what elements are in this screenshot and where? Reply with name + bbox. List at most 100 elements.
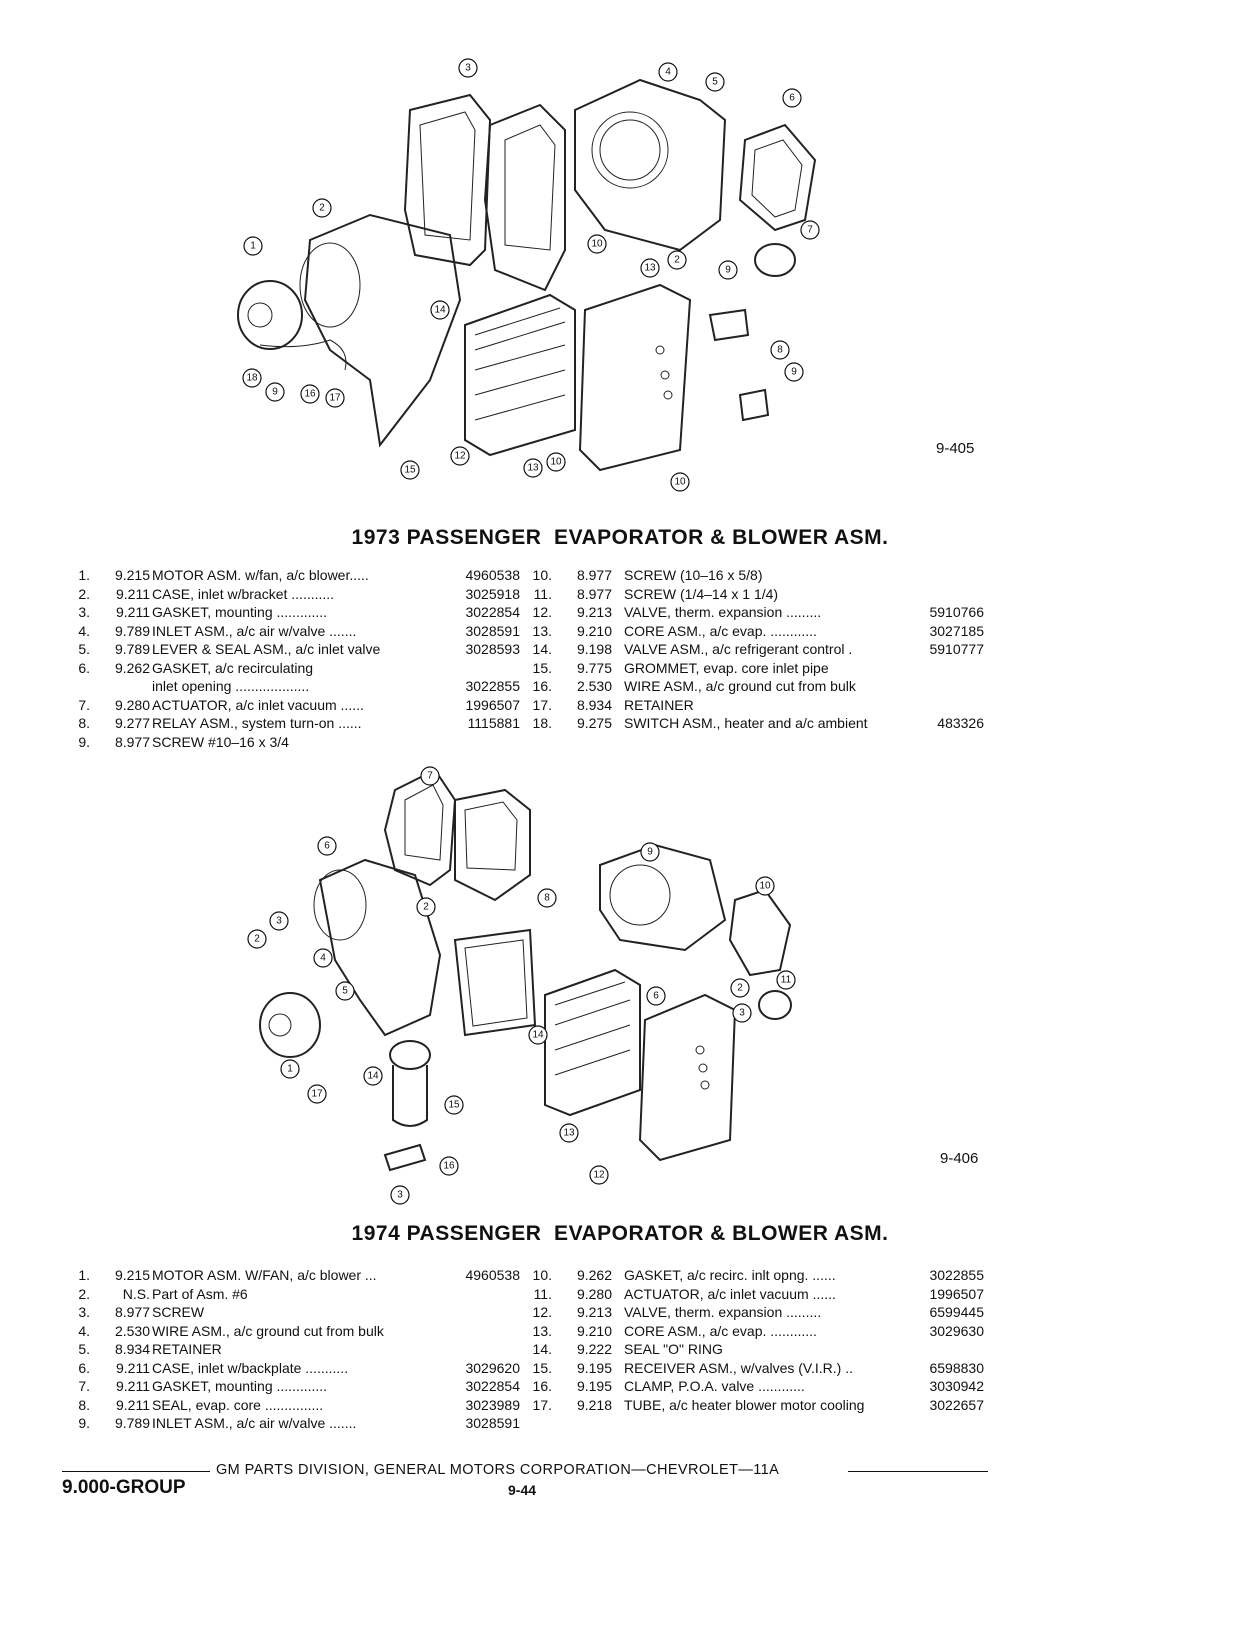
svg-text:2: 2 bbox=[674, 255, 680, 266]
part-number: 3030942 bbox=[929, 1378, 984, 1394]
part-description: CLAMP, P.O.A. valve ............ bbox=[624, 1378, 805, 1394]
group-number: 9.211 bbox=[116, 1359, 150, 1376]
svg-text:2: 2 bbox=[737, 983, 743, 994]
item-number: 8. bbox=[78, 1396, 90, 1413]
part-description: GASKET, a/c recirculating bbox=[152, 659, 314, 676]
svg-text:2: 2 bbox=[319, 203, 325, 214]
callout-1: 1 bbox=[243, 236, 263, 256]
part-description: SCREW (1/4–14 x 1 1/4) bbox=[624, 585, 779, 602]
group-number: 9.213 bbox=[576, 1304, 612, 1320]
part-description: TUBE, a/c heater blower motor cooling bbox=[624, 1396, 865, 1413]
part-number: 4960538 bbox=[465, 567, 520, 583]
part-description: CASE, inlet w/bracket ........... bbox=[152, 585, 335, 602]
part-number: 483326 bbox=[937, 715, 984, 731]
callout-11: 11 bbox=[776, 970, 796, 990]
group-number: 9.211 bbox=[116, 1396, 150, 1413]
callout-8: 8 bbox=[537, 888, 557, 908]
item-number: 4. bbox=[78, 622, 90, 639]
group-number: 9.195 bbox=[576, 1378, 612, 1394]
svg-text:3: 3 bbox=[739, 1008, 745, 1019]
callout-3: 3 bbox=[458, 58, 478, 78]
item-number: 14. bbox=[532, 1341, 552, 1357]
part-number: 3022855 bbox=[929, 1267, 984, 1283]
callout-16: 16 bbox=[300, 384, 320, 404]
part-number: 3023989 bbox=[465, 1396, 520, 1413]
callout-9: 9 bbox=[784, 362, 804, 382]
part-number: 5910766 bbox=[929, 604, 984, 620]
callout-10: 10 bbox=[546, 452, 566, 472]
svg-text:3: 3 bbox=[465, 63, 471, 74]
callout-14: 14 bbox=[363, 1066, 383, 1086]
callout-4: 4 bbox=[658, 62, 678, 82]
item-number: 12. bbox=[532, 1304, 552, 1320]
svg-text:7: 7 bbox=[427, 771, 433, 782]
part-description: GASKET, mounting ............. bbox=[152, 604, 328, 620]
part-number: 1996507 bbox=[929, 1285, 984, 1302]
group-number: 9.280 bbox=[114, 696, 150, 713]
callout-16: 16 bbox=[439, 1156, 459, 1176]
item-number: 1. bbox=[78, 567, 90, 583]
part-number: 3022854 bbox=[465, 1378, 520, 1394]
part-description: SEAL "O" RING bbox=[624, 1341, 723, 1357]
group-number: 9.280 bbox=[576, 1285, 612, 1302]
svg-text:10: 10 bbox=[591, 239, 603, 250]
part-description: SCREW #10–16 x 3/4 bbox=[152, 733, 289, 750]
group-number: 9.211 bbox=[116, 585, 150, 602]
callout-10: 10 bbox=[587, 234, 607, 254]
callout-6: 6 bbox=[646, 986, 666, 1006]
group-number: 9.211 bbox=[116, 1378, 150, 1394]
group-number: 9.262 bbox=[576, 1267, 612, 1283]
part-description: GROMMET, evap. core inlet pipe bbox=[624, 659, 829, 676]
svg-text:3: 3 bbox=[397, 1190, 403, 1201]
callout-9: 9 bbox=[640, 842, 660, 862]
item-number: 3. bbox=[78, 1304, 90, 1320]
item-number: 13. bbox=[532, 1322, 552, 1339]
part-description: VALVE ASM., a/c refrigerant control . bbox=[624, 641, 853, 657]
group-number: 9.775 bbox=[576, 659, 612, 676]
part-description: MOTOR ASM. W/FAN, a/c blower ... bbox=[152, 1267, 377, 1283]
part-description: INLET ASM., a/c air w/valve ....... bbox=[152, 1415, 357, 1431]
svg-text:15: 15 bbox=[448, 1100, 460, 1111]
svg-text:2: 2 bbox=[423, 902, 429, 913]
item-number: 6. bbox=[78, 1359, 90, 1376]
figure-number-9-405: 9-405 bbox=[936, 440, 975, 457]
part-description: RELAY ASM., system turn-on ...... bbox=[152, 715, 362, 731]
callout-2: 2 bbox=[416, 897, 436, 917]
svg-text:18: 18 bbox=[246, 373, 258, 384]
part-description: GASKET, mounting ............. bbox=[152, 1378, 328, 1394]
part-description: ACTUATOR, a/c inlet vacuum ...... bbox=[624, 1285, 836, 1302]
svg-text:2: 2 bbox=[254, 934, 260, 945]
callout-5: 5 bbox=[335, 981, 355, 1001]
callout-2: 2 bbox=[247, 929, 267, 949]
svg-text:4: 4 bbox=[320, 953, 326, 964]
part-description: MOTOR ASM. w/fan, a/c blower..... bbox=[152, 567, 369, 583]
part-number: 3022855 bbox=[465, 678, 520, 694]
fig1-title: 1973 PASSENGER EVAPORATOR & BLOWER ASM. bbox=[351, 526, 889, 549]
item-number: 10. bbox=[532, 567, 552, 583]
group-number: N.S. bbox=[122, 1285, 150, 1302]
group-number: 9.222 bbox=[576, 1341, 612, 1357]
svg-text:16: 16 bbox=[304, 389, 316, 400]
group-number: 9.210 bbox=[576, 622, 612, 639]
svg-text:8: 8 bbox=[777, 345, 783, 356]
svg-text:13: 13 bbox=[527, 463, 539, 474]
svg-text:12: 12 bbox=[454, 451, 466, 462]
group-number: 9.213 bbox=[576, 604, 612, 620]
part-description: inlet opening ................... bbox=[152, 678, 310, 694]
item-number: 17. bbox=[532, 1396, 552, 1413]
item-number: 17. bbox=[532, 696, 552, 713]
callout-3: 3 bbox=[732, 1003, 752, 1023]
